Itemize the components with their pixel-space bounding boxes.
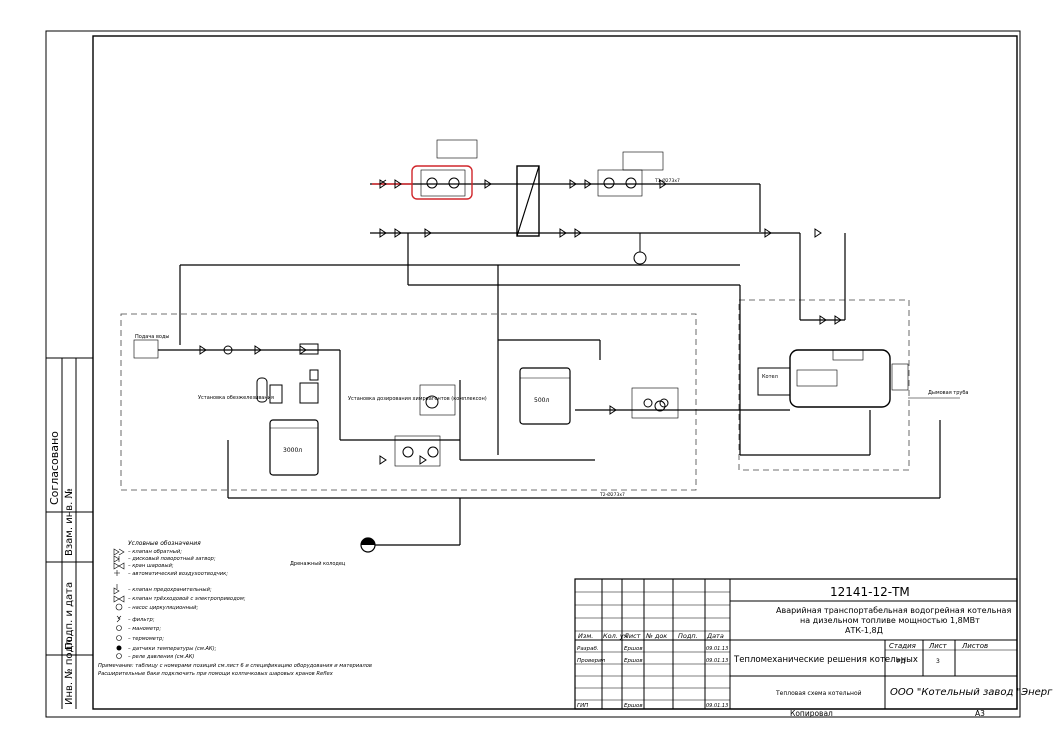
- project-title-line-1: Аварийная транспортабельная водогрейная …: [776, 606, 1011, 615]
- col-ndok: № док: [645, 632, 667, 640]
- tank-3000-label: 3000л: [283, 447, 302, 454]
- legend-note-1: Примечание: таблицу с номерами позиций с…: [98, 663, 372, 669]
- legend-title: Условные обозначения: [128, 540, 201, 547]
- boiler-zone: [738, 299, 910, 471]
- legend-item-3: – кран шаровый;: [128, 563, 174, 569]
- storage-tank-3000: 3000л: [269, 419, 319, 476]
- legend-item-8: – фильтр;: [128, 617, 155, 623]
- legend-item-2: – дисковый поворотный затвор;: [128, 556, 216, 562]
- legend-note-2: Расширительные баки подключить при помощ…: [98, 671, 334, 677]
- supply-pipe-label: Т1-Ø273х7: [654, 177, 680, 184]
- return-pipe-label: Т2-Ø273х7: [599, 491, 625, 498]
- expansion-vessel-upper: [633, 233, 647, 265]
- copied-label: Копировал: [790, 709, 833, 718]
- legend: Условные обозначения – клапан обратный; …: [98, 540, 372, 677]
- legend-item-1: – клапан обратный;: [128, 549, 182, 555]
- side-vzam-inv: Взам. инв. №: [64, 488, 75, 556]
- valve-marks: [199, 179, 842, 465]
- legend-item-4: – автоматический воздухоотводчик;: [128, 571, 228, 577]
- row-razrab-name: Ершов: [624, 646, 643, 652]
- inner-frame: [92, 35, 1018, 710]
- water-inlet: Подача воды: [133, 334, 169, 359]
- outer-frame: [45, 30, 1021, 718]
- drain-label: Дренажный колодец: [290, 560, 346, 567]
- row-razrab-role: Разраб.: [577, 646, 599, 652]
- row-razrab-date: 09.01.13: [706, 646, 728, 652]
- legend-item-11: – датчики температуры (см.АК);: [128, 646, 217, 652]
- dosing-label: Установка дозирования химреагентов (комп…: [348, 396, 487, 402]
- col-podp: Подп.: [678, 632, 698, 640]
- legend-item-9: – манометр;: [128, 626, 161, 632]
- legend-item-12: – реле давления (см.АК): [128, 654, 194, 660]
- side-stamp: Согласовано Взам. инв. № Подп. и дата Ин…: [46, 357, 93, 709]
- row-proveril-name: Ершов: [624, 658, 643, 664]
- sheets-header: Листов: [961, 642, 988, 650]
- col-izm: Изм.: [578, 632, 593, 640]
- project-title-line-2: на дизельном топливе мощностью 1,8МВт: [800, 616, 980, 625]
- stage-value: РД: [897, 658, 906, 665]
- legend-item-10: – термометр;: [128, 636, 164, 642]
- legend-symbols: [113, 548, 125, 659]
- softener-label: Установка обезжелезивания: [198, 395, 274, 401]
- col-kol: Кол. уч: [603, 632, 628, 640]
- sheet-header: Лист: [928, 642, 948, 650]
- format-label: А3: [975, 709, 985, 718]
- side-soglasovano: Согласовано: [48, 431, 61, 505]
- title-block: 12141-12-ТМ Аварийная транспортабельная …: [574, 578, 1053, 718]
- col-data: Дата: [706, 632, 724, 640]
- project-title-line-3: АТК-1,8Д: [845, 626, 883, 635]
- col-list: Лист: [623, 632, 641, 640]
- row-proveril-date: 09.01.13: [706, 658, 728, 664]
- water-treatment-zone: [120, 313, 697, 491]
- lower-pump-group: [394, 384, 456, 467]
- drain-well: Дренажный колодец: [290, 537, 376, 567]
- pipework: [158, 165, 941, 546]
- section-title: Тепломеханические решения котельных: [733, 655, 918, 665]
- drawing-title: Тепловая схема котельной: [775, 690, 862, 697]
- legend-item-5: – клапан предохранительный;: [128, 587, 212, 593]
- plate-heat-exchanger: [516, 165, 540, 237]
- row-gip-name: Ершов: [624, 703, 643, 709]
- boiler-label: Котел: [762, 374, 778, 380]
- company-name: ООО "Котельный завод "Энерг: [890, 687, 1053, 698]
- side-inv-podl: Инв. № подл.: [64, 636, 75, 705]
- row-gip-date: 09.01.13: [706, 703, 728, 709]
- tank-500-label: 500л: [534, 397, 549, 404]
- row-gip-role: ГИП: [577, 703, 588, 709]
- upper-pump-cluster-1: [420, 139, 478, 197]
- row-proveril-role: Проверил: [577, 658, 606, 664]
- side-podp-data: Подп. и дата: [64, 582, 75, 650]
- treatment-equipment: Установка обезжелезивания Установка дози…: [198, 343, 487, 404]
- storage-tank-500: 500л: [519, 367, 571, 425]
- inlet-label: Подача воды: [135, 334, 169, 340]
- doc-code: 12141-12-ТМ: [830, 585, 910, 599]
- legend-item-7: – насос циркуляционный;: [128, 605, 199, 611]
- upper-pump-cluster-2: [597, 151, 664, 197]
- chimney-label: Дымовая труба: [928, 390, 969, 396]
- dosing-station: [631, 387, 679, 419]
- boiler: Котел Дымовая труба: [757, 349, 969, 408]
- stage-header: Стадия: [889, 642, 916, 650]
- sheet-value: 3: [936, 658, 940, 665]
- legend-item-6: – клапан трёхходовой с электроприводом;: [128, 596, 246, 602]
